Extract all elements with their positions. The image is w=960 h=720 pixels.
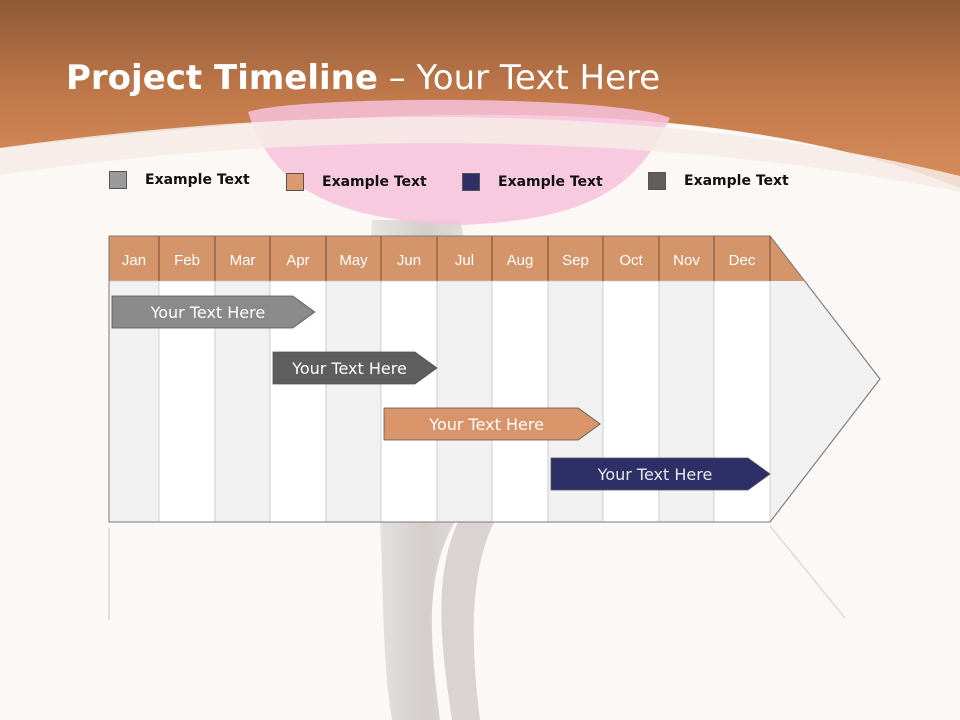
legend-label: Example Text <box>498 174 603 190</box>
month-label: Aug <box>507 252 534 269</box>
month-label: Feb <box>174 252 200 269</box>
header-banner <box>0 0 960 188</box>
month-label: Sep <box>562 252 589 269</box>
legend-item: Example Text <box>286 172 427 192</box>
task-bar <box>550 457 771 491</box>
arrow-outline <box>108 235 881 523</box>
month-label: May <box>339 252 368 269</box>
legend-swatch <box>286 173 304 191</box>
task-label: Your Text Here <box>428 415 544 434</box>
legend-swatch <box>109 171 127 189</box>
task-label: Your Text Here <box>150 303 266 322</box>
legend-swatch <box>648 172 666 190</box>
month-label: Apr <box>286 252 309 269</box>
legend-label: Example Text <box>145 172 250 188</box>
legend-label: Example Text <box>684 173 789 189</box>
month-label: Mar <box>230 252 256 269</box>
task-label: Your Text Here <box>291 359 407 378</box>
month-label: Jun <box>397 252 421 269</box>
month-label: Oct <box>619 252 643 269</box>
reflection-line <box>769 525 846 619</box>
month-label: Dec <box>729 252 756 269</box>
legend-item: Example Text <box>109 170 250 190</box>
month-label: Jan <box>122 252 146 269</box>
task-label: Your Text Here <box>597 465 713 484</box>
month-header-band <box>109 236 805 281</box>
month-column <box>436 280 493 523</box>
legend-item: Example Text <box>462 172 603 192</box>
title-bold: Project Timeline <box>66 58 378 98</box>
month-label: Nov <box>673 252 700 269</box>
month-column <box>380 280 438 523</box>
month-column <box>491 280 549 523</box>
task-bar <box>111 295 316 329</box>
legend-item: Example Text <box>648 171 789 191</box>
month-label: Jul <box>455 252 474 269</box>
task-bar <box>272 351 438 385</box>
legend-label: Example Text <box>322 174 427 190</box>
legend-swatch <box>462 173 480 191</box>
month-column <box>325 280 382 523</box>
swoosh <box>0 116 960 192</box>
task-bar <box>383 407 601 441</box>
slide-title: Project Timeline – Your Text Here <box>66 58 660 98</box>
title-rest: – Your Text Here <box>377 58 661 98</box>
